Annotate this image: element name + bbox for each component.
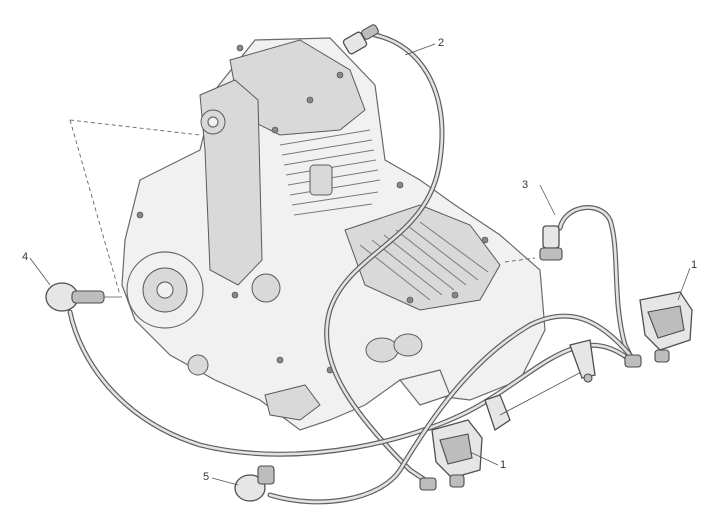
callout-1-top: 1 xyxy=(691,259,697,271)
callout-4: 4 xyxy=(22,251,28,263)
reference-lines xyxy=(69,119,536,296)
coil-mounting-bracket xyxy=(484,339,596,432)
callout-2: 2 xyxy=(438,37,444,49)
callout-leaders xyxy=(29,43,691,486)
engine-bolts xyxy=(136,44,489,374)
callout-5: 5 xyxy=(203,471,209,483)
callout-1-bottom: 1 xyxy=(500,459,506,471)
spark-plug-cap-top xyxy=(342,24,379,55)
ignition-coil-top-right xyxy=(624,291,693,368)
engine-block xyxy=(121,37,546,431)
callout-3: 3 xyxy=(522,179,528,191)
spark-plug-cap-left xyxy=(45,282,122,312)
hv-cables xyxy=(67,32,638,505)
ignition-coil-bottom xyxy=(419,419,483,491)
spark-plug-cap-bottom xyxy=(234,465,275,502)
front-cylinder-fins xyxy=(359,221,489,301)
spark-plug-cap-right xyxy=(539,225,563,261)
